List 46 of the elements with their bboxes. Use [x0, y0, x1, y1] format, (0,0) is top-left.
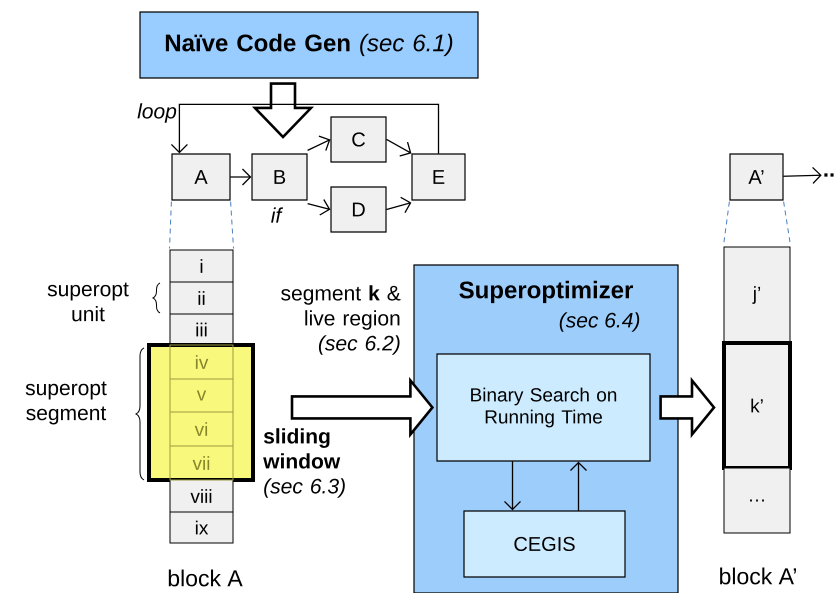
panel-title: Superoptimizer — [459, 280, 633, 304]
annotation: sliding window (sec 6.3) — [263, 428, 345, 498]
block-box: E — [411, 153, 466, 201]
block-box: D — [330, 186, 387, 233]
instruction-cell: v — [170, 378, 234, 412]
block-box: B — [251, 153, 308, 201]
instruction-cell: vii — [170, 445, 234, 480]
process-box: CEGIS — [463, 510, 626, 578]
process-box: Naïve Code Gen (sec 6.1) — [139, 11, 479, 79]
block-arrow — [659, 376, 716, 438]
block-caption: block A — [168, 570, 243, 586]
block-arrow — [290, 376, 434, 438]
instruction-cell: iii — [170, 314, 234, 346]
block-box: A’ — [729, 153, 784, 201]
instruction-cell: ii — [170, 281, 234, 314]
block-box: C — [330, 116, 387, 163]
instruction-cell: viii — [170, 479, 234, 512]
arrow — [170, 104, 440, 154]
arrow — [307, 136, 330, 151]
instruction-cell: … — [724, 467, 790, 534]
sliding-window — [147, 342, 255, 482]
instruction-cell: ix — [170, 511, 234, 544]
instruction-cell: iv — [170, 344, 234, 380]
block-arrow — [252, 82, 314, 139]
arrow — [784, 166, 822, 184]
annotation: superopt unit — [48, 282, 129, 322]
arrow — [570, 462, 587, 510]
instruction-cell: i — [170, 250, 234, 282]
instruction-cell: vi — [170, 411, 234, 446]
block-box: A — [171, 153, 231, 201]
annotation: segment k & live region (sec 6.2) — [281, 285, 400, 355]
block-caption: block A’ — [720, 568, 796, 584]
instruction-cell: j’ — [724, 246, 790, 344]
ellipsis: .. — [824, 173, 834, 177]
edge-label: loop — [138, 103, 176, 123]
zoom-line — [230, 201, 234, 249]
branch-label: if — [271, 207, 284, 223]
zoom-line — [169, 201, 172, 249]
arrow — [504, 462, 521, 510]
arrow — [230, 168, 252, 186]
arrow — [386, 138, 412, 157]
annotation: superopt segment — [26, 382, 107, 424]
process-box: Binary Search on Running Time — [436, 353, 651, 462]
section-ref: (sec 6.4) — [560, 312, 640, 332]
arrow — [307, 199, 330, 216]
arrow — [386, 196, 412, 213]
